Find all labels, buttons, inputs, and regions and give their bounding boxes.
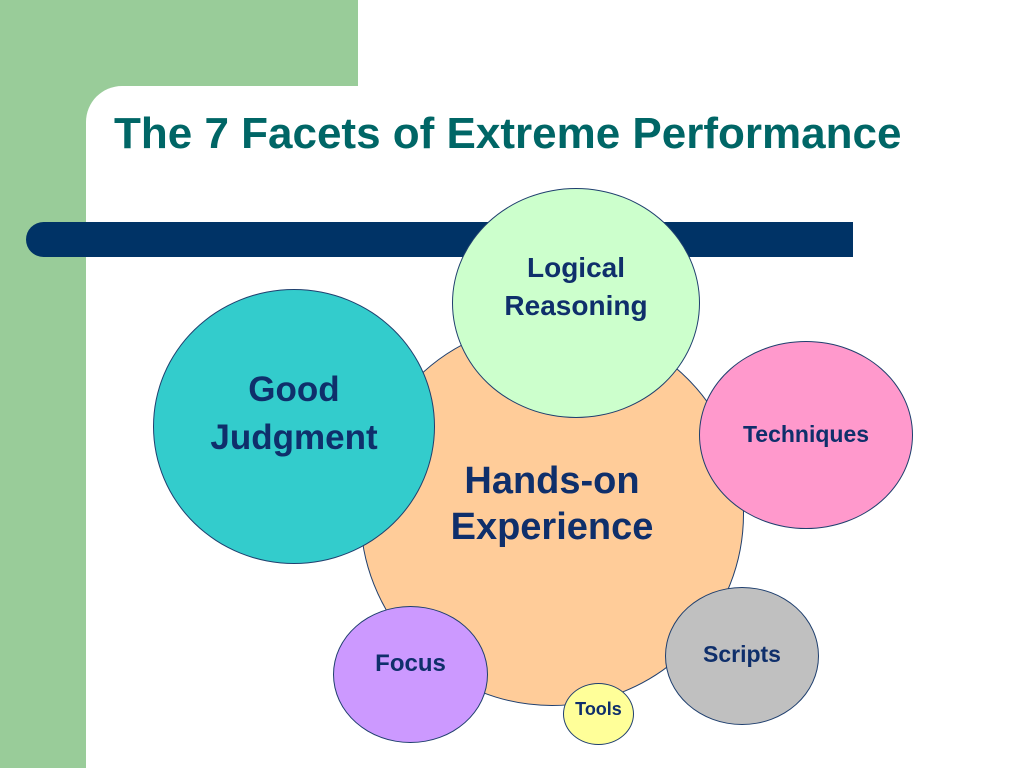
facet-tools: Tools: [563, 683, 634, 745]
facet-techniques: Techniques: [699, 341, 913, 529]
facet-scripts: Scripts: [665, 587, 819, 725]
facet-label: Scripts: [703, 641, 781, 667]
facet-focus: Focus: [333, 606, 488, 743]
facet-label: Good Judgment: [210, 370, 378, 457]
facet-label: Tools: [575, 699, 622, 719]
center-label: Hands-on Experience: [450, 460, 654, 548]
facet-logical-reasoning: Logical Reasoning: [452, 188, 700, 418]
title-underline-bar: [26, 222, 853, 257]
facet-label: Techniques: [742, 421, 870, 447]
facet-label: Focus: [375, 649, 446, 677]
facet-label: Logical Reasoning: [504, 252, 648, 321]
slide-title: The 7 Facets of Extreme Performance: [114, 109, 902, 158]
facet-good-judgment: Good Judgment: [153, 289, 435, 564]
